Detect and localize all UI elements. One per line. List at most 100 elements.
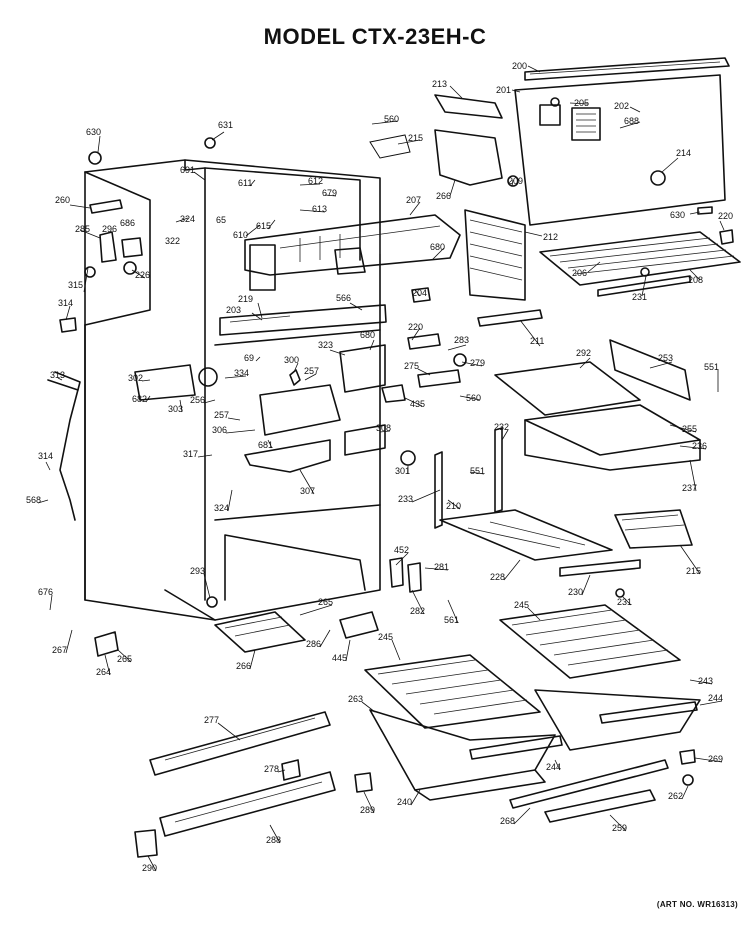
callout-257-a: 257 xyxy=(304,366,319,376)
callout-244-right: 244 xyxy=(708,693,723,703)
rear-panel xyxy=(514,57,730,226)
callout-220-mid: 220 xyxy=(408,322,423,332)
art-number: (ART NO. WR16313) xyxy=(656,900,738,909)
callout-676: 676 xyxy=(38,587,53,597)
callout-230: 230 xyxy=(568,587,583,597)
callout-630-right: 630 xyxy=(670,210,685,220)
callout-262: 262 xyxy=(668,791,683,801)
callout-243: 243 xyxy=(698,676,713,686)
callout-300: 300 xyxy=(284,355,299,365)
shelf-frame xyxy=(434,427,641,577)
callout-260: 260 xyxy=(55,195,70,205)
callout-labels: 200 201 205 202 688 214 630 220 206 208 … xyxy=(26,61,733,873)
callout-631: 631 xyxy=(218,120,233,130)
callout-279: 279 xyxy=(470,358,485,368)
callout-264: 264 xyxy=(96,667,111,677)
callout-215-bottom: 215 xyxy=(686,566,701,576)
callout-315: 315 xyxy=(68,280,83,290)
callout-293: 293 xyxy=(190,566,205,576)
callout-324-bottom: 324 xyxy=(214,503,229,513)
callout-244-mid: 244 xyxy=(546,762,561,772)
callout-205: 205 xyxy=(574,98,589,108)
callout-303: 303 xyxy=(168,404,183,414)
callout-207: 207 xyxy=(406,195,421,205)
callout-679: 679 xyxy=(322,188,337,198)
callout-611: 611 xyxy=(238,178,252,188)
callout-269: 269 xyxy=(708,754,723,764)
top-shelf-206 xyxy=(539,231,741,297)
callout-314-top: 314 xyxy=(58,298,73,308)
callout-324-top: 324 xyxy=(180,214,195,224)
callout-286: 286 xyxy=(306,639,321,649)
callout-285-top: 285 xyxy=(75,224,90,234)
callout-610: 610 xyxy=(233,230,248,240)
callout-266-top: 266 xyxy=(436,191,451,201)
callout-215-top: 215 xyxy=(408,133,423,143)
callout-688: 688 xyxy=(624,116,639,126)
callout-231-bottom: 231 xyxy=(617,597,632,607)
callout-257-b: 257 xyxy=(214,410,229,420)
bottom-tray xyxy=(214,611,379,653)
callout-282: 282 xyxy=(410,606,425,616)
callout-214: 214 xyxy=(676,148,691,158)
callout-566: 566 xyxy=(336,293,351,303)
callout-560-top: 560 xyxy=(384,114,399,124)
callout-301: 301 xyxy=(395,466,410,476)
small-hardware xyxy=(47,137,734,786)
callout-317: 317 xyxy=(183,449,198,459)
diagram-title: MODEL CTX-23EH-C xyxy=(263,24,487,49)
callout-253: 253 xyxy=(658,353,673,363)
callout-285-bottom: 265 xyxy=(318,597,333,607)
callout-686: 686 xyxy=(120,218,135,228)
callout-200: 200 xyxy=(512,61,527,71)
callout-203: 203 xyxy=(226,305,241,315)
callout-612: 612 xyxy=(308,176,323,186)
callout-278: 278 xyxy=(264,764,279,774)
callout-237: 237 xyxy=(682,483,697,493)
callout-313: 313 xyxy=(50,370,65,380)
ice-maker xyxy=(244,214,461,291)
callout-267: 267 xyxy=(52,645,67,655)
callout-211: 211 xyxy=(530,336,544,346)
callout-226: 226 xyxy=(135,270,150,280)
callout-233: 233 xyxy=(398,494,413,504)
callout-323: 323 xyxy=(318,340,333,350)
callout-452: 452 xyxy=(394,545,409,555)
callout-65: 65 xyxy=(216,215,226,225)
callout-231-top: 231 xyxy=(632,292,647,302)
callout-275: 275 xyxy=(404,361,419,371)
callout-682: 682 xyxy=(132,394,147,404)
callout-259: 259 xyxy=(612,823,627,833)
callout-613: 613 xyxy=(312,204,327,214)
callout-551-right: 551 xyxy=(704,362,719,372)
callout-290: 290 xyxy=(142,863,157,873)
callout-219: 219 xyxy=(238,294,253,304)
callout-281: 281 xyxy=(434,562,449,572)
callout-691: 691 xyxy=(180,165,195,175)
callout-307: 307 xyxy=(300,486,315,496)
callout-308: 308 xyxy=(376,423,391,433)
callout-245-left: 245 xyxy=(378,632,393,642)
ice-bucket xyxy=(369,94,503,186)
callout-209: 209 xyxy=(508,176,523,186)
callout-210: 210 xyxy=(446,501,461,511)
callout-334: 334 xyxy=(234,368,249,378)
callout-208: 208 xyxy=(688,275,703,285)
callout-630-left: 630 xyxy=(86,127,101,137)
lower-rails xyxy=(134,711,669,858)
callout-204: 204 xyxy=(412,288,427,298)
callout-568: 568 xyxy=(26,495,41,505)
callout-220-right: 220 xyxy=(718,211,733,221)
callout-560-mid: 560 xyxy=(466,393,481,403)
crisper-drawers xyxy=(364,604,701,801)
callout-306: 306 xyxy=(212,425,227,435)
callout-296: 296 xyxy=(102,224,117,234)
leader-lines xyxy=(37,65,725,872)
callout-289: 289 xyxy=(360,805,375,815)
callout-277: 277 xyxy=(204,715,219,725)
callout-256: 256 xyxy=(190,395,205,405)
callout-266-bottom: 266 xyxy=(236,661,251,671)
meat-pan xyxy=(494,339,701,471)
callout-551-mid: 551 xyxy=(470,466,485,476)
